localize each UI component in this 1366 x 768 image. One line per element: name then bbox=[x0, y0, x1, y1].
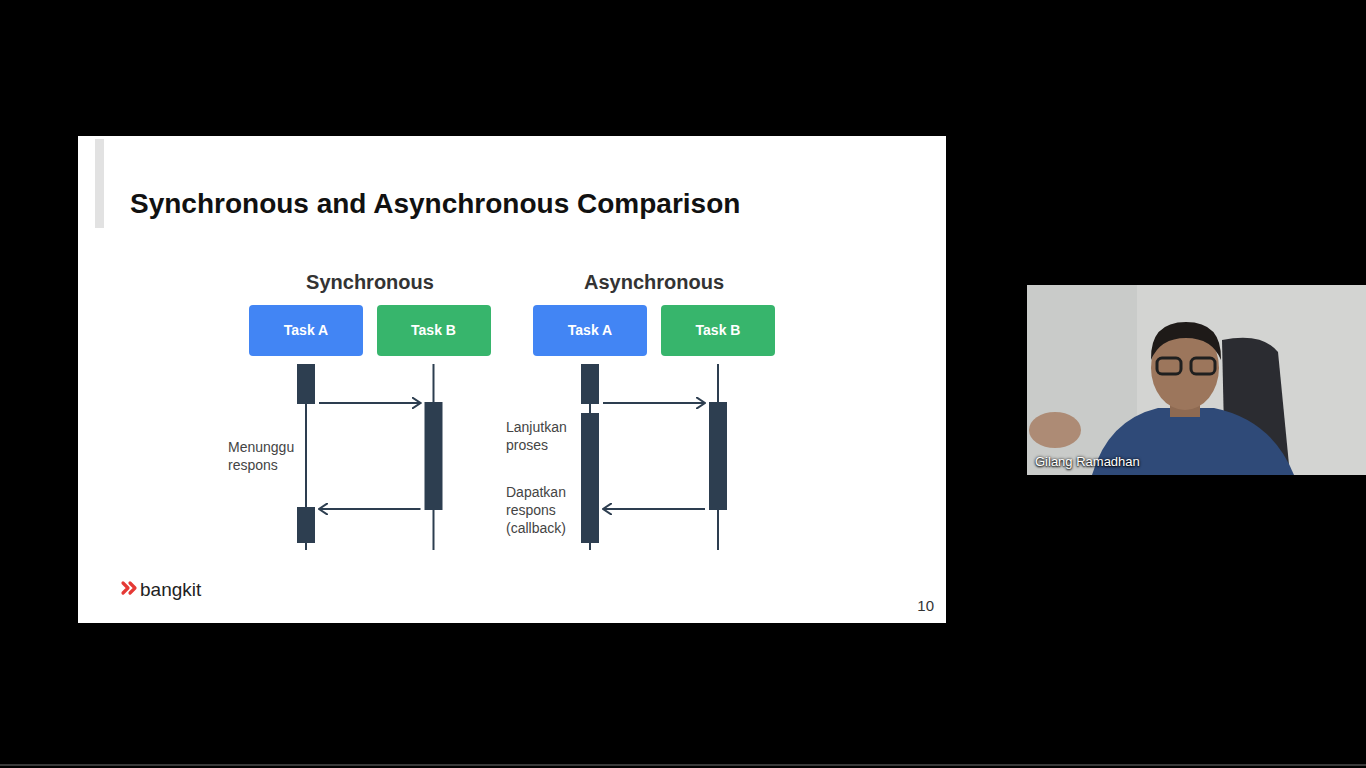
person-hair bbox=[1151, 322, 1221, 360]
activation-bar bbox=[709, 402, 727, 510]
message-arrow bbox=[603, 402, 705, 404]
annotation: Lanjutkan proses bbox=[506, 418, 572, 454]
logo-mark bbox=[130, 583, 135, 593]
message-arrow bbox=[319, 402, 421, 404]
participant-name: Task A bbox=[568, 322, 612, 339]
logo-text: bangkit bbox=[140, 578, 230, 603]
logo-mark bbox=[123, 583, 128, 593]
participant-name: Task A bbox=[284, 322, 328, 339]
glasses bbox=[1157, 358, 1181, 374]
activation-bar bbox=[297, 364, 315, 404]
bottom-divider bbox=[0, 764, 1366, 766]
slide bbox=[78, 136, 946, 623]
participant-box: Task B bbox=[377, 305, 491, 356]
participant-box: Task A bbox=[249, 305, 363, 356]
participant-box: Task B bbox=[661, 305, 775, 356]
participant-name: Gilang Ramadhan bbox=[1035, 454, 1185, 471]
annotation: Dapatkan respons (callback) bbox=[506, 483, 572, 538]
section-heading: Asynchronous bbox=[554, 269, 754, 295]
accent-bar bbox=[95, 139, 104, 228]
participant-name: Task B bbox=[411, 322, 456, 339]
message-arrow bbox=[319, 508, 421, 510]
person-hand bbox=[1029, 412, 1081, 448]
activation-bar bbox=[425, 402, 443, 510]
annotation: Menunggu respons bbox=[228, 438, 296, 474]
activation-bar bbox=[581, 364, 599, 404]
webcam-feed bbox=[1027, 285, 1366, 475]
section-heading: Synchronous bbox=[270, 269, 470, 295]
message-arrow bbox=[603, 508, 705, 510]
activation-bar bbox=[581, 413, 599, 543]
participant-name: Task B bbox=[696, 322, 741, 339]
participant-box: Task A bbox=[533, 305, 647, 356]
page-number: 10 bbox=[900, 596, 934, 616]
webcam-wall bbox=[1027, 285, 1366, 475]
activation-bar bbox=[297, 507, 315, 543]
slide-title: Synchronous and Asynchronous Comparison bbox=[130, 188, 740, 220]
logo-icon bbox=[123, 583, 135, 593]
glasses bbox=[1191, 358, 1215, 374]
